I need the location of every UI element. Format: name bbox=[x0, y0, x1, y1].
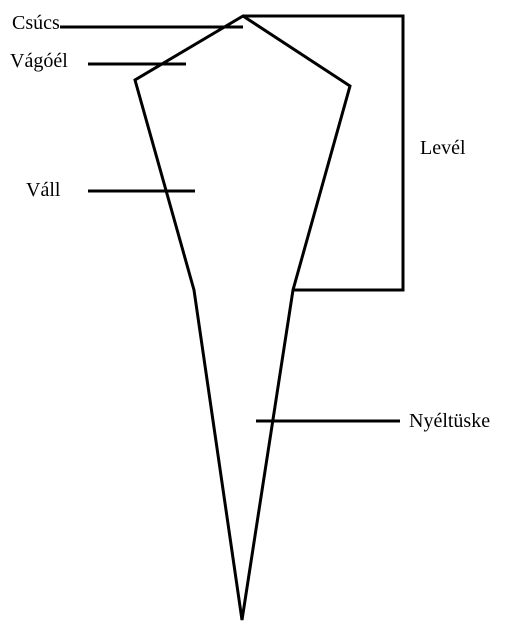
blade-label: Levél bbox=[420, 137, 466, 159]
shoulder-label: Váll bbox=[26, 179, 61, 201]
arrowhead-outline bbox=[133, 14, 352, 621]
tip-label: Csúcs bbox=[12, 12, 60, 34]
cutting-edge-label: Vágóél bbox=[10, 50, 68, 72]
tang-label: Nyéltüske bbox=[409, 410, 490, 432]
blade-bracket bbox=[243, 14, 405, 292]
